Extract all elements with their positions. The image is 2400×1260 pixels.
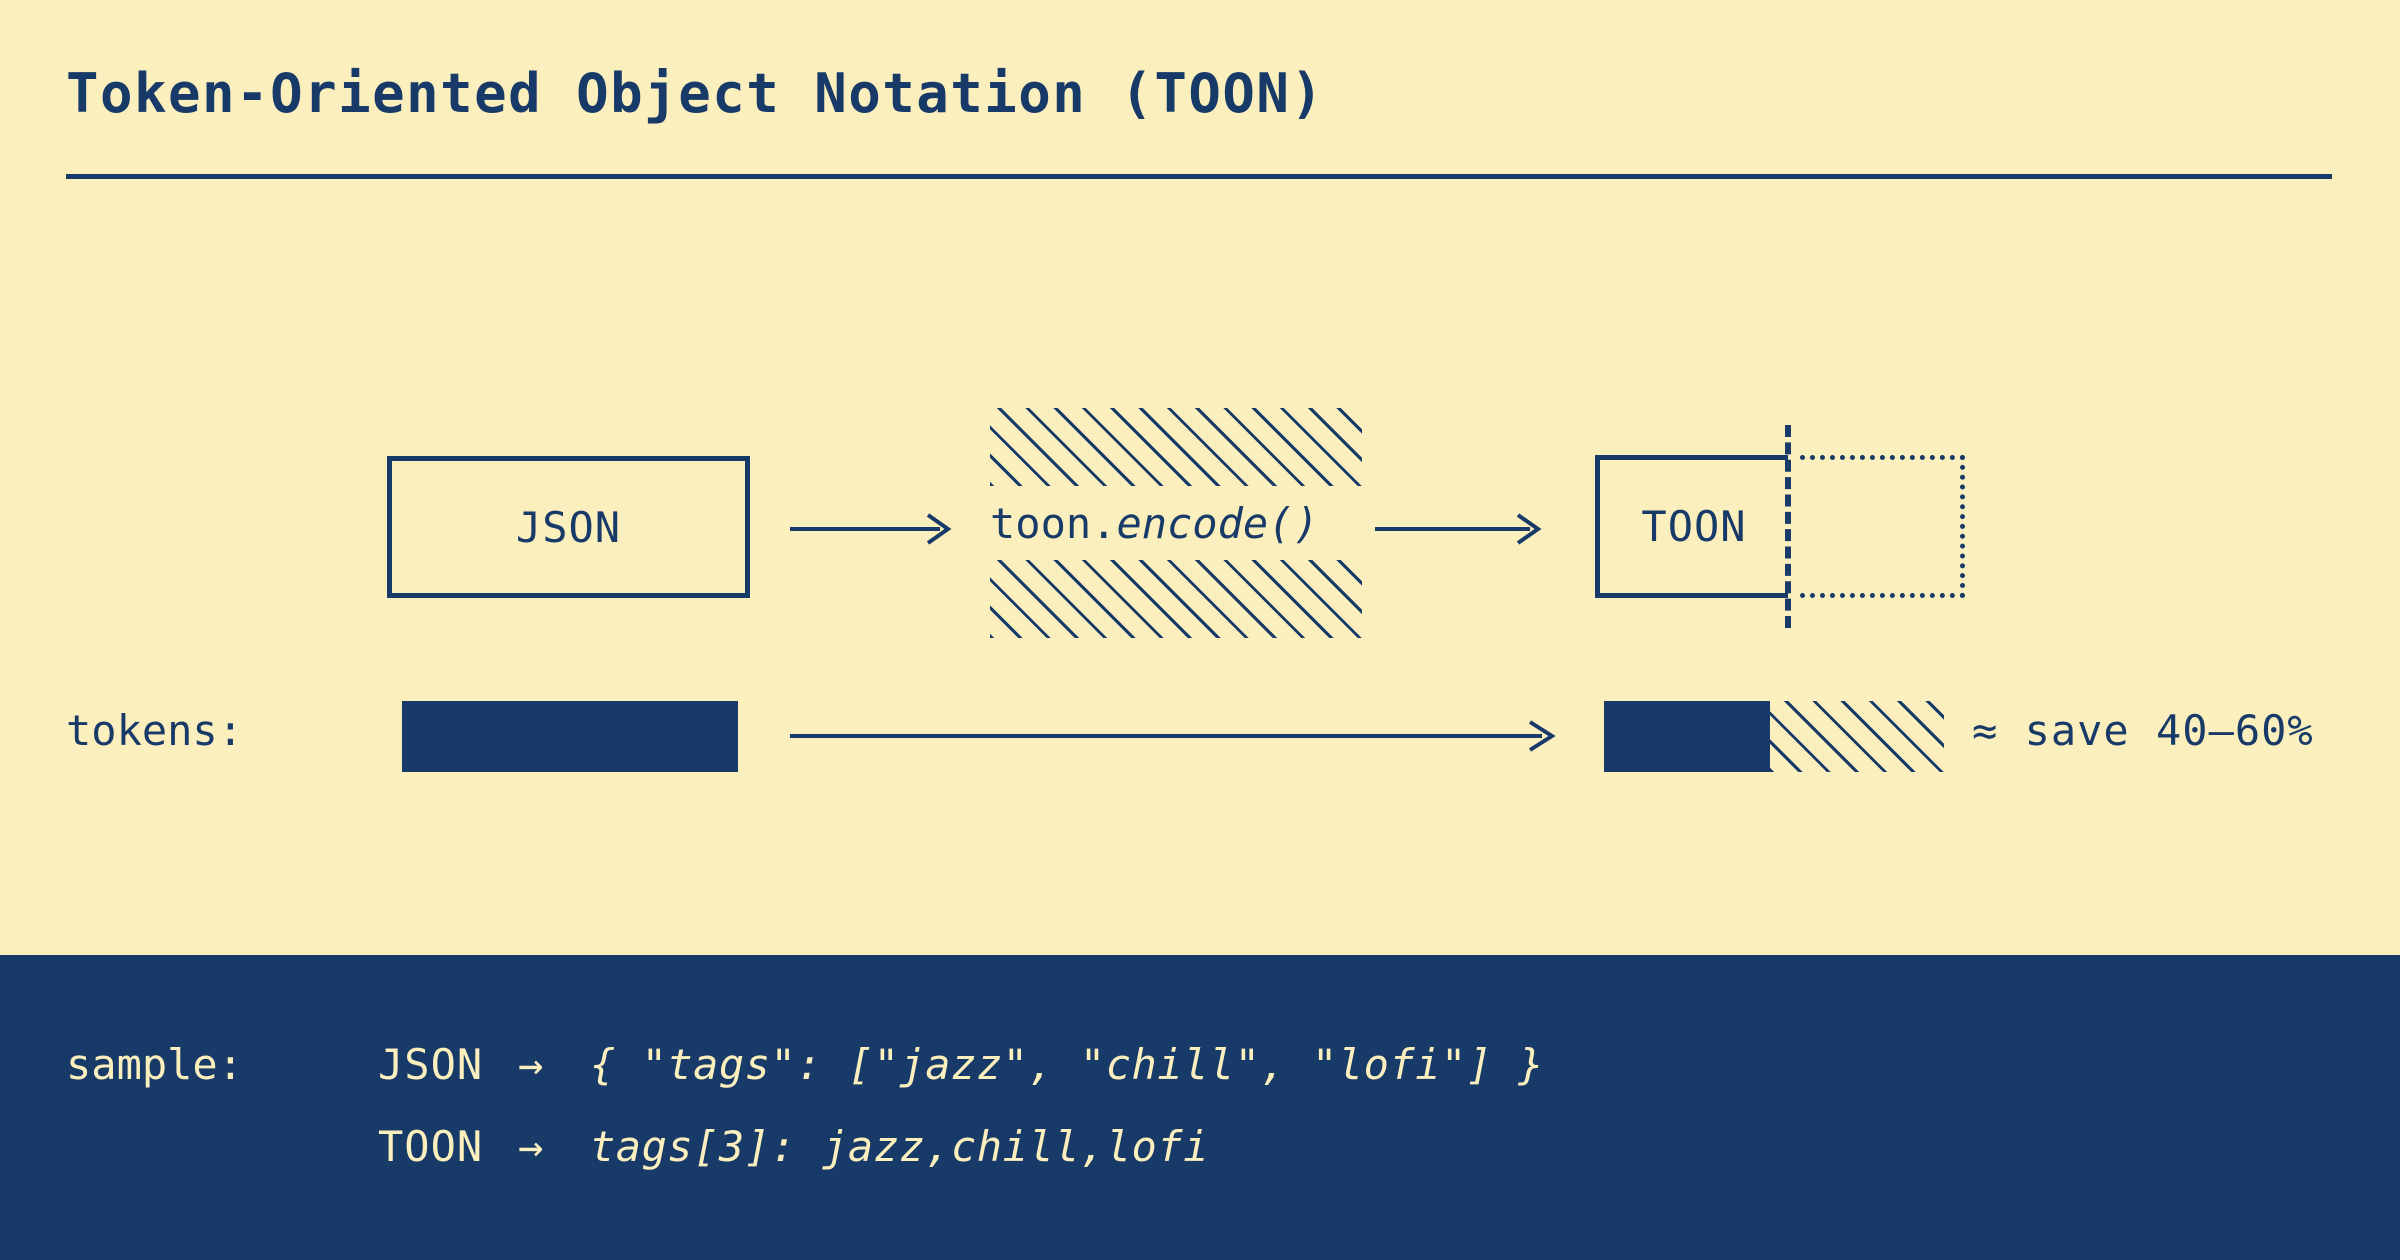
sample-arrow-json: → <box>518 1040 544 1089</box>
sample-format-json: JSON <box>378 1040 484 1089</box>
sample-panel <box>0 955 2400 1260</box>
toon-result-filled-part: TOON <box>1595 455 1788 598</box>
encode-stage: toon.encode() <box>990 408 1362 638</box>
sample-panel-label: sample: <box>66 1040 244 1089</box>
encode-method: encode() <box>1116 498 1319 548</box>
tokens-comparison-arrow <box>790 716 1558 756</box>
sample-code-toon: tags[3]: jazz,chill,lofi <box>590 1122 1209 1171</box>
sample-format-toon: TOON <box>378 1122 484 1171</box>
toon-result-label: TOON <box>1641 502 1747 551</box>
toon-result-box: TOON <box>1595 425 1965 628</box>
sample-rows: JSON → { "tags": ["jazz", "chill", "lofi… <box>378 1040 1544 1204</box>
flow-arrow-encode-to-toon <box>1375 509 1545 549</box>
hatch-pattern-top <box>990 408 1362 486</box>
json-source-label: JSON <box>515 502 622 552</box>
encode-function-label: toon.encode() <box>990 486 1362 560</box>
title-divider-rule <box>66 174 2332 179</box>
toon-savings-divider <box>1785 425 1791 628</box>
sample-code-json: { "tags": ["jazz", "chill", "lofi"] } <box>590 1040 1545 1089</box>
tokens-bar-toon <box>1604 701 1944 772</box>
sample-row-toon: TOON → tags[3]: jazz,chill,lofi <box>378 1122 1544 1204</box>
hatch-pattern-bottom <box>990 560 1362 638</box>
tokens-bar-json <box>402 701 738 772</box>
sample-row-json: JSON → { "tags": ["jazz", "chill", "lofi… <box>378 1040 1544 1122</box>
json-source-box: JSON <box>387 456 750 598</box>
tokens-bar-toon-saved <box>1770 701 1944 772</box>
tokens-bar-toon-used <box>1604 701 1770 772</box>
tokens-row-label: tokens: <box>66 706 244 755</box>
page-title: Token-Oriented Object Notation (TOON) <box>66 62 1325 125</box>
encode-namespace: toon. <box>990 498 1117 548</box>
flow-arrow-json-to-encode <box>790 509 955 549</box>
tokens-savings-note: ≈ save 40–60% <box>1972 706 2314 755</box>
toon-result-saved-part <box>1800 455 1965 598</box>
sample-arrow-toon: → <box>518 1122 544 1171</box>
